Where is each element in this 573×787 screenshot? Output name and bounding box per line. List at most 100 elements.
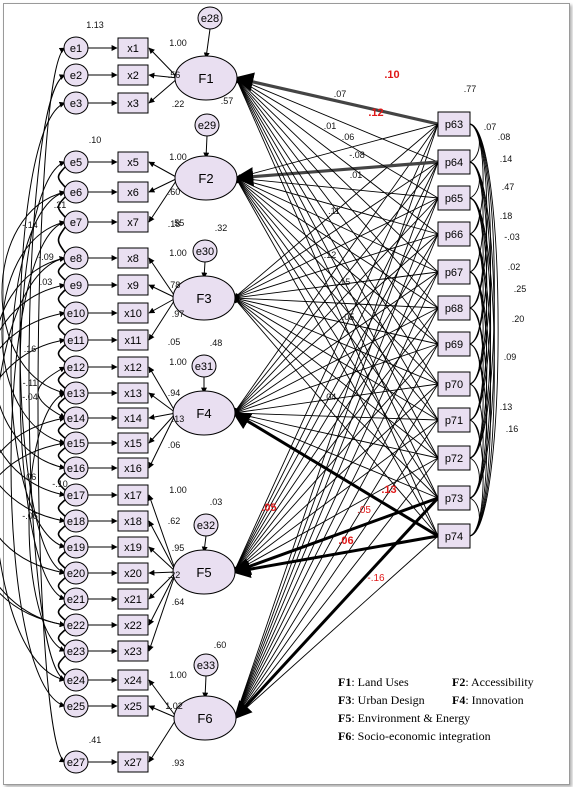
latent-factor-label: F2 [198, 171, 213, 186]
indicator-box [117, 562, 149, 584]
loading-coefficient: .56 [168, 70, 181, 80]
predictor-factor-path [235, 77, 439, 345]
indicator-label: x10 [124, 308, 142, 320]
loading-arrow [148, 705, 178, 719]
adjacent-covariance-arc [57, 343, 67, 364]
highlighted-coefficient: -.16 [367, 573, 385, 584]
loading-arrow [148, 392, 177, 414]
loading-arrow [147, 494, 177, 573]
disturbance-arrow [202, 675, 209, 699]
predictor-factor-path [233, 297, 439, 459]
error-term-label: e24 [67, 675, 85, 687]
loading-coefficient: .13 [172, 414, 185, 424]
error-term-label: e27 [67, 757, 85, 769]
error-term-label: e7 [70, 217, 82, 229]
loading-coefficient: .95 [172, 543, 185, 553]
error-term-label: e16 [67, 463, 85, 475]
error-covariance-arcs [0, 47, 67, 763]
loading-arrow [148, 366, 177, 414]
predictor-covariance-arc [469, 497, 480, 537]
predictor-box [437, 407, 471, 433]
indicator-box [117, 614, 149, 636]
path-coefficient-label: .16 [506, 424, 519, 434]
indicator-box [117, 211, 149, 233]
predictor-box [437, 523, 471, 549]
error-term-label: e25 [67, 701, 85, 713]
predictor-factor-path [234, 307, 439, 719]
predictor-factor-path [233, 233, 439, 573]
predictor-factor-path [234, 160, 439, 187]
indicator-box [117, 329, 149, 351]
path-coefficient-label: .12 [324, 250, 337, 260]
disturbance-label: e32 [197, 520, 215, 532]
latent-factor-label: F5 [196, 565, 211, 580]
adjacent-covariance-arc [57, 628, 67, 648]
predictor-box [437, 485, 471, 511]
latent-factor-ellipse [172, 275, 236, 321]
path-coefficient-label: .03 [40, 277, 53, 287]
error-term-label: e21 [67, 594, 85, 606]
indicator-box [117, 356, 149, 378]
latent-factor-label: F4 [196, 406, 211, 421]
error-covariance-arc [28, 74, 66, 681]
disturbance-arrow [203, 28, 211, 59]
predictor-box [437, 331, 471, 357]
highlighted-coefficient: .05 [261, 502, 276, 514]
error-term-circle [63, 91, 89, 115]
error-term-circle [63, 301, 89, 325]
legend-f5-text: : Environment & Energy [351, 711, 471, 725]
predictor-covariance-arc [469, 161, 484, 273]
error-term-circle [63, 483, 89, 507]
loading-coefficient: 1.00 [169, 152, 187, 162]
indicator-label: x20 [124, 568, 142, 580]
indicator-box [117, 64, 149, 86]
legend-f4-text: : Innovation [465, 693, 524, 707]
error-covariance-arc [0, 416, 66, 575]
predictor-factor-path [233, 271, 439, 414]
error-covariance-arc [37, 366, 66, 419]
path-coefficient-label: -.09 [38, 252, 54, 262]
loading-coefficient: 1.00 [169, 357, 187, 367]
legend-f2-key: F2 [452, 675, 466, 689]
predictor-factor-path [233, 411, 439, 459]
predictor-label: p69 [445, 339, 463, 351]
factor-legend: F1: Land Uses F2: Accessibility F3: Urba… [336, 675, 566, 751]
path-coefficient-label: .77 [464, 84, 477, 94]
predictor-factor-path [235, 77, 439, 499]
latent-factor-label: F3 [196, 291, 211, 306]
indicator-box [117, 432, 149, 454]
error-term-circle [63, 273, 89, 297]
indicator-label: x1 [127, 43, 139, 55]
predictor-covariance-arc [469, 123, 484, 235]
error-term-label: e8 [70, 253, 82, 265]
loading-coefficient: .60 [168, 187, 181, 197]
error-covariance-arc [0, 283, 66, 497]
predictor-covariance-arc [469, 197, 480, 235]
path-coefficient-label: 1.13 [86, 20, 104, 30]
indicator-label: x18 [124, 516, 142, 528]
error-covariance-arc [0, 337, 66, 628]
predictor-label: p63 [445, 119, 463, 131]
predictor-factor-path [233, 296, 439, 345]
path-coefficient-label: .01 [324, 121, 337, 131]
loading-coefficient: .22 [168, 570, 181, 580]
adjacent-covariance-arc [57, 316, 67, 337]
predictor-factor-path [233, 419, 439, 573]
factor-loadings [88, 28, 211, 765]
loading-arrow [148, 679, 178, 719]
error-term-circle [63, 406, 89, 430]
disturbance-label: e28 [201, 13, 219, 25]
loading-arrow [148, 412, 177, 444]
predictor-covariance-arc [469, 271, 484, 385]
path-coefficient-label: .08 [498, 132, 511, 142]
disturbance-variance: .57 [221, 96, 234, 106]
path-coefficient-label: -.03 [504, 232, 520, 242]
error-term-circle [63, 381, 89, 405]
predictor-covariance-arc [469, 271, 480, 309]
predictor-covariance-arc [469, 419, 480, 459]
predictor-box [437, 295, 471, 321]
predictor-factor-path [234, 457, 439, 719]
adjacent-covariance-arc [57, 195, 67, 219]
predictor-factor-path [233, 457, 439, 573]
